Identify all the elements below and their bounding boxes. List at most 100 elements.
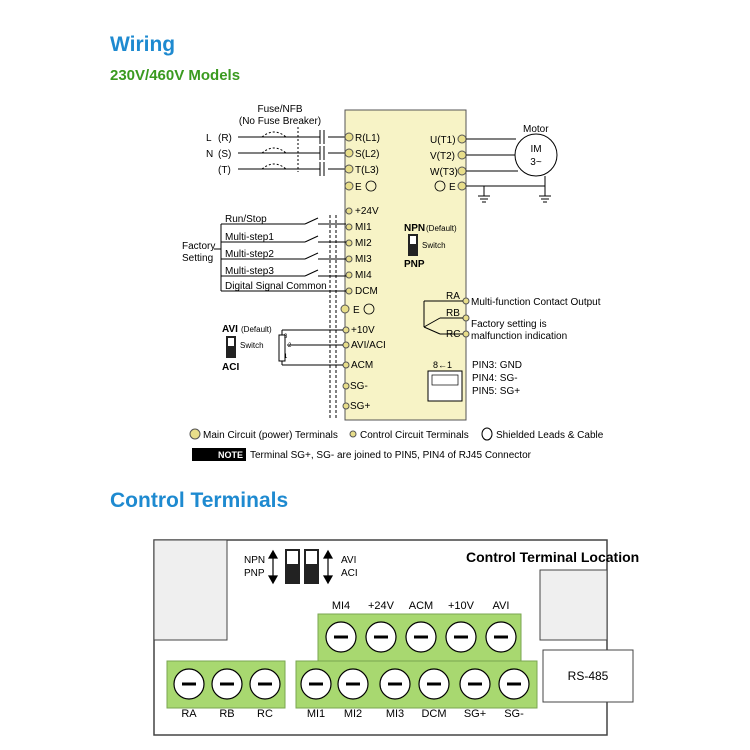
relay-label-ra: RA — [181, 708, 197, 720]
terminal-u: U(T1) — [430, 135, 456, 146]
legend-control: Control Circuit Terminals — [360, 430, 469, 441]
drive-box — [344, 109, 467, 421]
motor-icon — [514, 133, 558, 177]
ground-icon — [434, 180, 446, 192]
factory-setting-1: Factory — [182, 241, 215, 252]
bottom-label-mi2: MI2 — [343, 708, 363, 720]
phase-r: (R) — [218, 133, 232, 144]
bottom-label-mi1: MI1 — [306, 708, 326, 720]
input-multistep2: Multi-step2 — [225, 249, 274, 260]
terminal-r: R(L1) — [355, 133, 380, 144]
phase-s: (S) — [218, 149, 231, 160]
terminal-dcm: DCM — [355, 286, 378, 297]
npn-default: (Default) — [426, 224, 457, 233]
control-terminal-location-title: Control Terminal Location — [466, 549, 640, 565]
terminal-sg-plus: SG+ — [350, 401, 370, 412]
npn-label: NPN — [404, 223, 425, 234]
avi-text: AVI — [341, 555, 356, 566]
switch-knob — [228, 338, 234, 346]
relay-note-1: Factory setting is — [471, 319, 547, 330]
ground-icon — [365, 180, 377, 192]
aci-label: ACI — [222, 362, 239, 373]
rs485-label: RS-485 — [567, 669, 609, 683]
line-l: L — [206, 133, 212, 144]
rj45-pins: 8←1 — [433, 360, 452, 370]
models-subheading: 230V/460V Models — [110, 67, 241, 84]
relay-ra: RA — [446, 291, 460, 302]
avi-aci-switch — [226, 336, 236, 358]
terminal-earth-out: E — [449, 182, 456, 193]
control-left-terminals — [345, 207, 353, 295]
pin4-info: PIN4: SG- — [472, 373, 518, 384]
switch-knob — [410, 236, 416, 244]
note-badge — [192, 448, 246, 461]
bottom-label-sg-minus: SG- — [504, 708, 524, 720]
terminal-sg-minus: SG- — [350, 381, 368, 392]
npn-switch-label: Switch — [422, 241, 446, 250]
avi-default: (Default) — [241, 325, 272, 334]
terminal-24v: +24V — [355, 206, 379, 217]
input-run-stop: Run/Stop — [225, 214, 267, 225]
panel-inset-right — [539, 569, 608, 641]
top-label-acm: ACM — [408, 600, 434, 612]
rs485-port — [542, 649, 634, 703]
terminal-10v: +10V — [351, 325, 375, 336]
relay-note-2: malfunction indication — [471, 331, 567, 342]
top-label-avi: AVI — [492, 600, 510, 612]
motor-im: IM — [530, 144, 541, 155]
relay-rb: RB — [446, 308, 460, 319]
bottom-label-sg-plus: SG+ — [463, 708, 487, 720]
earth-terminal — [340, 304, 350, 314]
motor-phase: 3~ — [530, 157, 542, 168]
terminal-mi3: MI3 — [355, 254, 372, 265]
shield-legend-icon — [481, 427, 493, 441]
terminal-v: V(T2) — [430, 151, 455, 162]
legend-main: Main Circuit (power) Terminals — [203, 430, 338, 441]
control-terminal-legend-icon — [349, 430, 357, 438]
pin3-info: PIN3: GND — [472, 360, 522, 371]
bottom-label-mi3: MI3 — [385, 708, 405, 720]
npn-pnp-switch — [408, 234, 418, 256]
pnp-text: PNP — [244, 568, 265, 579]
panel-inset-left — [153, 539, 228, 641]
main-input-terminals — [344, 132, 354, 191]
relay-wiring — [423, 300, 463, 335]
input-lines — [238, 127, 346, 176]
npn-text: NPN — [244, 555, 265, 566]
terminal-w: W(T3) — [430, 167, 458, 178]
rj45-connector-icon — [427, 370, 463, 402]
terminal-avi-aci: AVI/ACI — [351, 340, 386, 351]
relay-description: Multi-function Contact Output — [471, 297, 601, 308]
input-multistep3: Multi-step3 — [225, 266, 274, 277]
top-label-24v: +24V — [368, 600, 394, 612]
phase-t: (T) — [218, 165, 231, 176]
terminal-mi1: MI1 — [355, 222, 372, 233]
pot-wiring — [278, 329, 343, 366]
fuse-label-2: (No Fuse Breaker) — [239, 116, 321, 127]
note-badge-text: NOTE — [218, 450, 243, 460]
bottom-label-dcm: DCM — [421, 708, 447, 720]
control-terminals-heading: Control Terminals — [110, 489, 289, 512]
aci-text: ACI — [341, 568, 358, 579]
bottom-terminal-block — [295, 660, 538, 709]
analog-terminals — [342, 326, 350, 410]
relay-label-rb: RB — [219, 708, 235, 720]
line-n: N — [206, 149, 213, 160]
wiring-heading: Wiring — [110, 33, 176, 56]
terminal-earth-in: E — [355, 182, 362, 193]
main-terminal-legend-icon — [189, 428, 201, 440]
motor-label: Motor — [523, 124, 549, 135]
avi-label: AVI — [222, 324, 238, 335]
main-output-terminals — [457, 134, 467, 191]
terminal-acm: ACM — [351, 360, 373, 371]
avi-switch-label: Switch — [240, 341, 264, 350]
input-dcm-desc: Digital Signal Common — [225, 281, 327, 292]
top-label-mi4: MI4 — [331, 600, 351, 612]
legend-shield: Shielded Leads & Cable — [496, 430, 604, 441]
pnp-label: PNP — [404, 259, 425, 270]
ground-icon — [363, 303, 375, 315]
motor-wiring — [466, 138, 551, 203]
pot-pin-2: 2 — [288, 343, 292, 349]
rj45-contacts — [431, 374, 459, 386]
